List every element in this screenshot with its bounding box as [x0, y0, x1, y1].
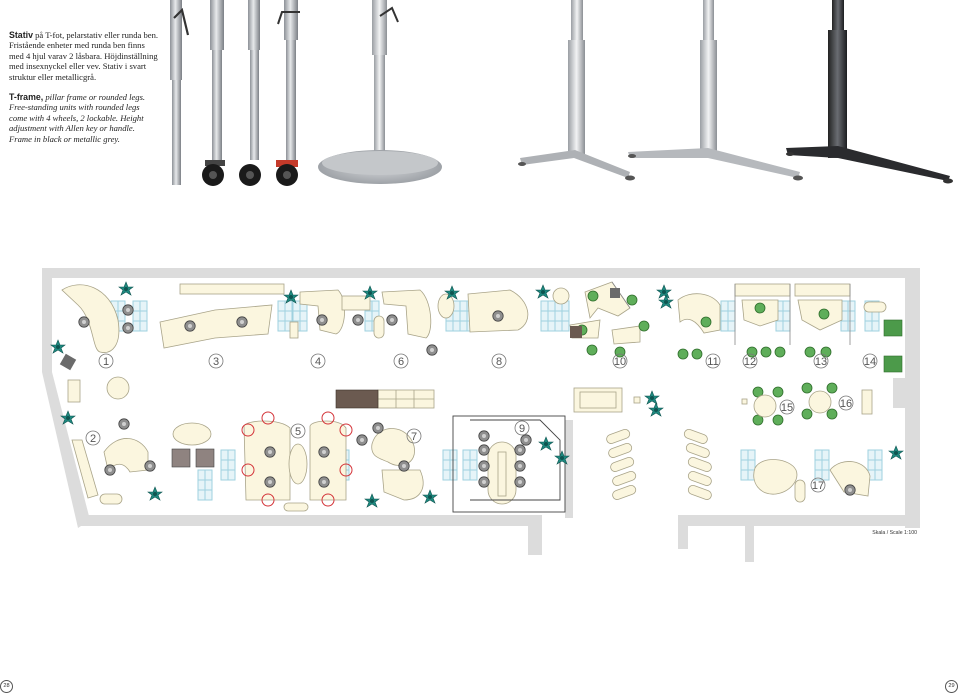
- room-10: 10: [614, 356, 626, 368]
- room-17: 17: [812, 480, 824, 492]
- green-storage: [883, 319, 903, 373]
- swedish-heading: Stativ: [9, 30, 33, 40]
- meeting-room-9: [452, 415, 566, 513]
- t-frame-black: [786, 0, 953, 184]
- red-chairs: [241, 411, 353, 507]
- room-8: 8: [496, 356, 502, 368]
- storage-shelf: [335, 389, 379, 409]
- rounded-leg-1: [170, 0, 190, 185]
- room-16: 16: [840, 398, 852, 410]
- room-3: 3: [213, 356, 219, 368]
- room-numbers: [85, 353, 878, 493]
- room-number-labels: 1 2 3 4 5 6 7 8 9 10 11 12 13 14 15 16 1…: [90, 356, 876, 492]
- rounded-leg-wheel-2: [239, 0, 261, 186]
- t-frame-silver-1: [518, 0, 635, 181]
- room-4: 4: [315, 356, 321, 368]
- room-13: 13: [815, 356, 827, 368]
- page-number-left: 28: [0, 680, 13, 693]
- room-1: 1: [103, 356, 109, 368]
- room-6: 6: [398, 356, 404, 368]
- building-walls: [42, 268, 920, 562]
- cubicle-partitions: [611, 281, 851, 345]
- lounge-seats: [606, 429, 712, 500]
- frame-photos: [170, 0, 953, 186]
- swedish-body: på T-fot, pelarstativ eller runda ben. F…: [9, 30, 159, 82]
- sofas: [171, 448, 215, 468]
- cabinet-2: [610, 288, 620, 298]
- middle-furniture: [67, 376, 873, 418]
- room-7: 7: [411, 431, 417, 443]
- room-15: 15: [781, 402, 793, 414]
- english-description: T-frame, pillar frame or rounded legs. F…: [9, 92, 159, 144]
- floor-plan: 1 2 3 4 5 6 7 8 9 10 11 12 13 14 15 16 1…: [42, 268, 920, 562]
- pillar-frame-disc: [318, 0, 442, 184]
- english-heading: T-frame,: [9, 92, 44, 103]
- room-14: 14: [864, 356, 876, 368]
- t-frame-silver-2: [628, 0, 803, 181]
- english-body: pillar frame or rounded legs. Free-stand…: [9, 92, 146, 144]
- room-9: 9: [519, 423, 525, 435]
- room-12: 12: [744, 356, 756, 368]
- swedish-description: Stativ på T-fot, pelarstativ eller runda…: [9, 30, 159, 82]
- page-number-right: 29: [945, 680, 958, 693]
- scale-label: Skala / Scale 1:100: [872, 530, 917, 536]
- cabinet-3: [570, 326, 582, 338]
- rounded-leg-wheel-3: [276, 0, 300, 186]
- room-11: 11: [707, 356, 718, 368]
- workstations-top: [61, 281, 887, 353]
- room-2: 2: [90, 433, 96, 445]
- room-5: 5: [295, 426, 301, 438]
- rounded-leg-wheel-1: [202, 0, 225, 186]
- cabinet: [59, 353, 77, 371]
- product-description: Stativ på T-fot, pelarstativ eller runda…: [9, 30, 159, 154]
